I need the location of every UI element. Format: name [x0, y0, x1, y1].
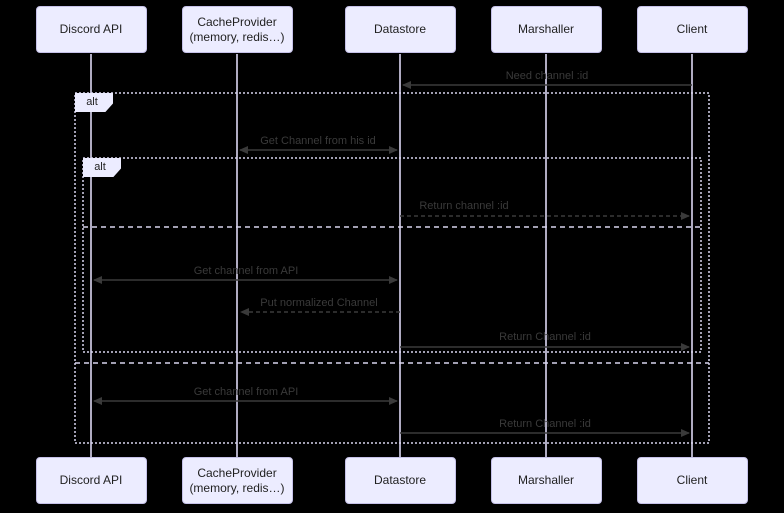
actor-cache-provider-top: CacheProvider (memory, redis…)	[181, 6, 293, 53]
alt-fragment-outer	[74, 92, 710, 444]
alt-label-outer: alt	[75, 93, 113, 112]
actor-label: CacheProvider	[197, 465, 277, 480]
actor-client-bottom: Client	[636, 457, 748, 504]
message-label-need-channel: Need channel :id	[505, 70, 589, 82]
actor-label: Marshaller	[517, 473, 574, 487]
actor-label: CacheProvider	[197, 14, 277, 29]
actor-discord-api-bottom: Discord API	[35, 457, 147, 504]
actor-label: Client	[676, 22, 708, 36]
alt-label-inner: alt	[83, 158, 121, 177]
actor-client-top: Client	[636, 6, 748, 53]
actor-datastore-top: Datastore	[344, 6, 456, 53]
message-label-return-channel-id-2: Return Channel :id	[499, 418, 591, 430]
actor-label: Discord API	[59, 22, 123, 36]
actor-datastore-bottom: Datastore	[344, 457, 456, 504]
alt-fragment-inner	[82, 157, 702, 353]
actor-marshaller-bottom: Marshaller	[490, 457, 602, 504]
message-label-put-normalized-channel: Put normalized Channel	[260, 297, 378, 309]
message-label-get-channel-from-his-id: Get Channel from his id	[260, 135, 376, 147]
actor-label: Client	[676, 473, 708, 487]
message-label-return-channel-id-dashed: Return channel :id	[419, 200, 509, 212]
actor-label: Datastore	[373, 473, 427, 487]
actor-sublabel: (memory, redis…)	[189, 29, 285, 44]
actor-label: Discord API	[59, 473, 123, 487]
actor-cache-provider-bottom: CacheProvider (memory, redis…)	[181, 457, 293, 504]
message-label-get-channel-from-api-2: Get channel from API	[193, 386, 299, 398]
message-label-return-channel-id-1: Return Channel :id	[499, 331, 591, 343]
actor-label: Marshaller	[517, 22, 574, 36]
actor-discord-api-top: Discord API	[35, 6, 147, 53]
actor-label: Datastore	[373, 22, 427, 36]
message-label-get-channel-from-api-1: Get channel from API	[193, 265, 299, 277]
actor-sublabel: (memory, redis…)	[189, 480, 285, 495]
actor-marshaller-top: Marshaller	[490, 6, 602, 53]
